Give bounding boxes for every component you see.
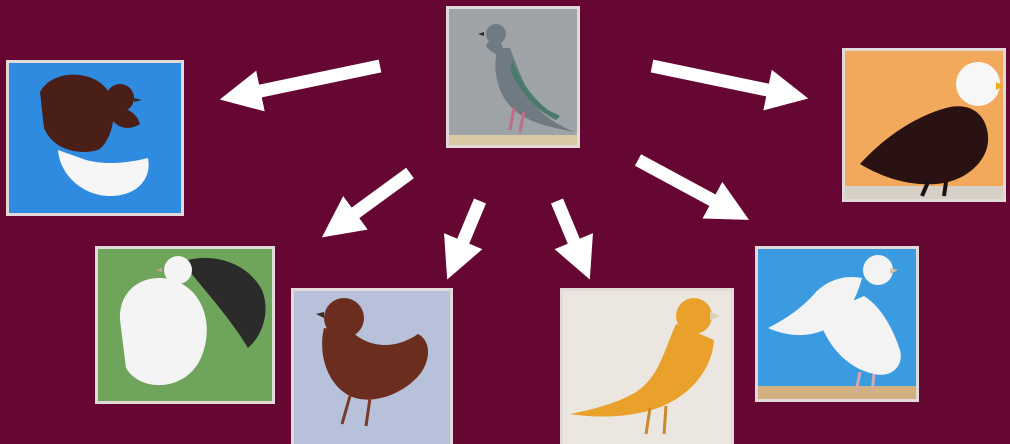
breed-photo-pouter-brown — [291, 288, 453, 444]
breed-photo-white-dove — [755, 246, 919, 402]
perch — [449, 135, 577, 145]
white-head — [956, 62, 1000, 106]
breed-photo-fantail-white — [95, 246, 275, 404]
breed-photo-black-white-headed — [842, 48, 1006, 202]
breed-photo-yellow-modena — [560, 288, 734, 444]
ground — [758, 386, 916, 399]
breed-photo-fantail-brown-white — [6, 60, 184, 216]
ancestor-photo-rock-pigeon — [446, 6, 580, 148]
